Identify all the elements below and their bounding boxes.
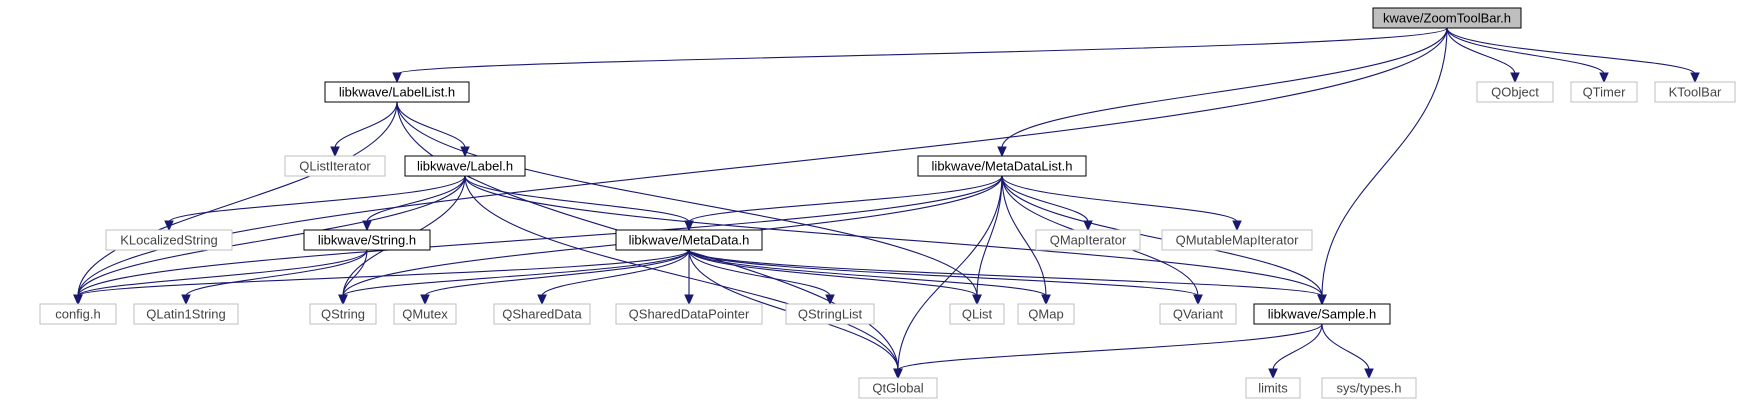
node-qshareddatapointer: QSharedDataPointer: [615, 303, 763, 325]
node-qtimer: QTimer: [1570, 81, 1638, 103]
node-qmapiterator: QMapIterator: [1035, 229, 1141, 251]
node-config: config.h: [39, 303, 117, 325]
node-label: libkwave/MetaDataList.h: [932, 159, 1073, 174]
node-qstringlist: QStringList: [785, 303, 875, 325]
node-label: QList: [962, 307, 993, 322]
node-label: QVariant: [1173, 307, 1224, 322]
edge-sample-to-limits: [1268, 323, 1323, 380]
node-systypes: sys/types.h: [1321, 377, 1417, 399]
node-qlistiterator: QListIterator: [284, 155, 386, 177]
node-label: libkwave/LabelList.h: [339, 85, 455, 100]
edge-label-to-string: [362, 175, 466, 232]
node-label: sys/types.h: [1336, 381, 1401, 396]
node-label: QMap: [1028, 307, 1063, 322]
node-label: kwave/ZoomToolBar.h: [1383, 11, 1511, 26]
node-label: libkwave/MetaData.h: [629, 233, 750, 248]
node-label: libkwave/String.h: [318, 233, 416, 248]
node-qstring: QString: [309, 303, 377, 325]
edge-metadata-to-qshareddata: [537, 249, 690, 306]
node-label: QLatin1String: [146, 307, 226, 322]
edge-metadata-to-qmutex: [420, 249, 690, 306]
edge-zoomtoolbar-to-labellist: [392, 27, 1448, 84]
edge-metadata-to-qstring: [338, 249, 690, 306]
node-ktoolbar: KToolBar: [1654, 81, 1736, 103]
node-label: QString: [321, 307, 365, 322]
edge-metadata-to-qmap: [688, 249, 1051, 306]
edge-sample-to-qtglobal: [893, 323, 1323, 380]
node-label: QListIterator: [299, 159, 371, 174]
edge-string-to-config: [73, 249, 368, 306]
node-string[interactable]: libkwave/String.h: [303, 229, 431, 251]
node-label: limits: [1258, 381, 1288, 396]
node-label: QMutex: [402, 307, 448, 322]
node-qtglobal: QtGlobal: [858, 377, 938, 399]
edge-metadatalist-to-qtglobal: [893, 175, 1003, 380]
node-label: QSharedDataPointer: [629, 307, 750, 322]
node-zoomtoolbar[interactable]: kwave/ZoomToolBar.h: [1372, 7, 1522, 29]
node-label: QSharedData: [502, 307, 582, 322]
edge-metadata-to-sample: [688, 249, 1327, 306]
node-metadata[interactable]: libkwave/MetaData.h: [615, 229, 763, 251]
edge-metadata-to-qshareddatapointer: [684, 250, 694, 306]
node-label: libkwave/Sample.h: [1268, 307, 1376, 322]
edge-zoomtoolbar-to-ktoolbar: [1446, 27, 1700, 84]
edge-zoomtoolbar-to-qtimer: [1446, 27, 1609, 84]
node-sample[interactable]: libkwave/Sample.h: [1253, 303, 1391, 325]
edge-labellist-to-config: [73, 101, 398, 306]
node-qmutablemapiterator: QMutableMapIterator: [1161, 229, 1313, 251]
edges-layer: [73, 27, 1700, 380]
node-label: QObject: [1491, 85, 1539, 100]
node-label: QTimer: [1583, 85, 1627, 100]
node-qmutex: QMutex: [393, 303, 457, 325]
edge-metadatalist-to-qmutablemapiterator: [1001, 175, 1242, 232]
edge-metadatalist-to-qmapiterator: [1001, 175, 1093, 232]
node-qlist: QList: [949, 303, 1005, 325]
node-qobject: QObject: [1476, 81, 1554, 103]
node-label: KToolBar: [1669, 85, 1722, 100]
node-klocalizedstring: KLocalizedString: [105, 229, 233, 251]
edge-metadata-to-config: [73, 249, 690, 306]
edge-label-to-metadata: [464, 175, 694, 232]
node-qmap: QMap: [1017, 303, 1075, 325]
edge-string-to-qlatin1string: [181, 249, 368, 306]
node-label: config.h: [55, 307, 101, 322]
node-qshareddata: QSharedData: [493, 303, 591, 325]
edge-zoomtoolbar-to-qobject: [1446, 27, 1520, 84]
node-label: QMutableMapIterator: [1176, 233, 1300, 248]
node-label[interactable]: libkwave/Label.h: [404, 155, 526, 177]
edge-labellist-to-qlistiterator: [330, 101, 398, 158]
edge-metadata-to-qvariant: [688, 249, 1203, 306]
edge-label-to-klocalizedstring: [164, 175, 466, 232]
edge-metadatalist-to-metadata: [684, 175, 1003, 232]
node-qlatin1string: QLatin1String: [133, 303, 239, 325]
edge-sample-to-systypes: [1321, 323, 1374, 380]
node-label: QMapIterator: [1050, 233, 1127, 248]
edge-metadata-to-qstringlist: [688, 249, 835, 306]
edge-zoomtoolbar-to-sample: [1317, 27, 1448, 306]
node-limits: limits: [1245, 377, 1301, 399]
node-label: libkwave/Label.h: [417, 159, 513, 174]
node-qvariant: QVariant: [1159, 303, 1237, 325]
edge-label-to-qtglobal: [464, 175, 903, 380]
node-label: QtGlobal: [872, 381, 923, 396]
edge-labellist-to-label: [396, 101, 470, 158]
node-metadatalist[interactable]: libkwave/MetaDataList.h: [917, 155, 1087, 177]
node-labellist[interactable]: libkwave/LabelList.h: [324, 81, 470, 103]
node-label: QStringList: [798, 307, 863, 322]
edge-metadata-to-qlist: [688, 249, 982, 306]
node-label: KLocalizedString: [120, 233, 218, 248]
edge-zoomtoolbar-to-metadatalist: [997, 27, 1448, 158]
